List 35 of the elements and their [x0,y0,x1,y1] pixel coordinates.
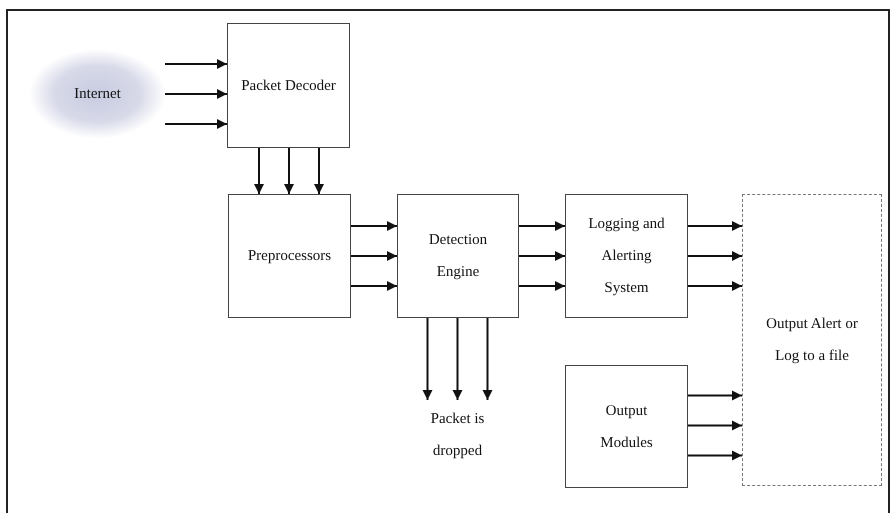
arrow [452,318,462,400]
process-box [397,194,519,318]
arrow [351,221,397,231]
arrow [165,89,227,99]
arrow [482,318,492,400]
arrow [688,281,742,291]
node-text: Packet is dropped [430,410,486,461]
process-box [742,194,882,486]
arrow [688,390,742,400]
process-box [227,23,350,148]
node-label: Preprocessors [248,247,332,266]
arrow [254,148,264,194]
arrow [351,251,397,261]
node-label: Output Modules [599,402,654,452]
arrow [688,420,742,430]
process-box [565,194,688,318]
node-label: Internet [74,85,121,104]
arrow [284,148,294,194]
process-box [228,194,351,318]
arrow [519,281,565,291]
arrow [688,221,742,231]
arrow [165,119,227,129]
node-label: Detection Engine [428,231,488,282]
arrow [688,251,742,261]
process-box [565,365,688,488]
node-label: Logging and Alerting System [587,215,666,298]
arrow [165,59,227,69]
arrow [351,281,397,291]
node-label: Packet Decoder [241,76,336,96]
arrow [688,450,742,460]
arrow [519,221,565,231]
node-label: Output Alert or Log to a file [765,315,859,366]
arrow [314,148,324,194]
arrow [519,251,565,261]
arrow [422,318,432,400]
